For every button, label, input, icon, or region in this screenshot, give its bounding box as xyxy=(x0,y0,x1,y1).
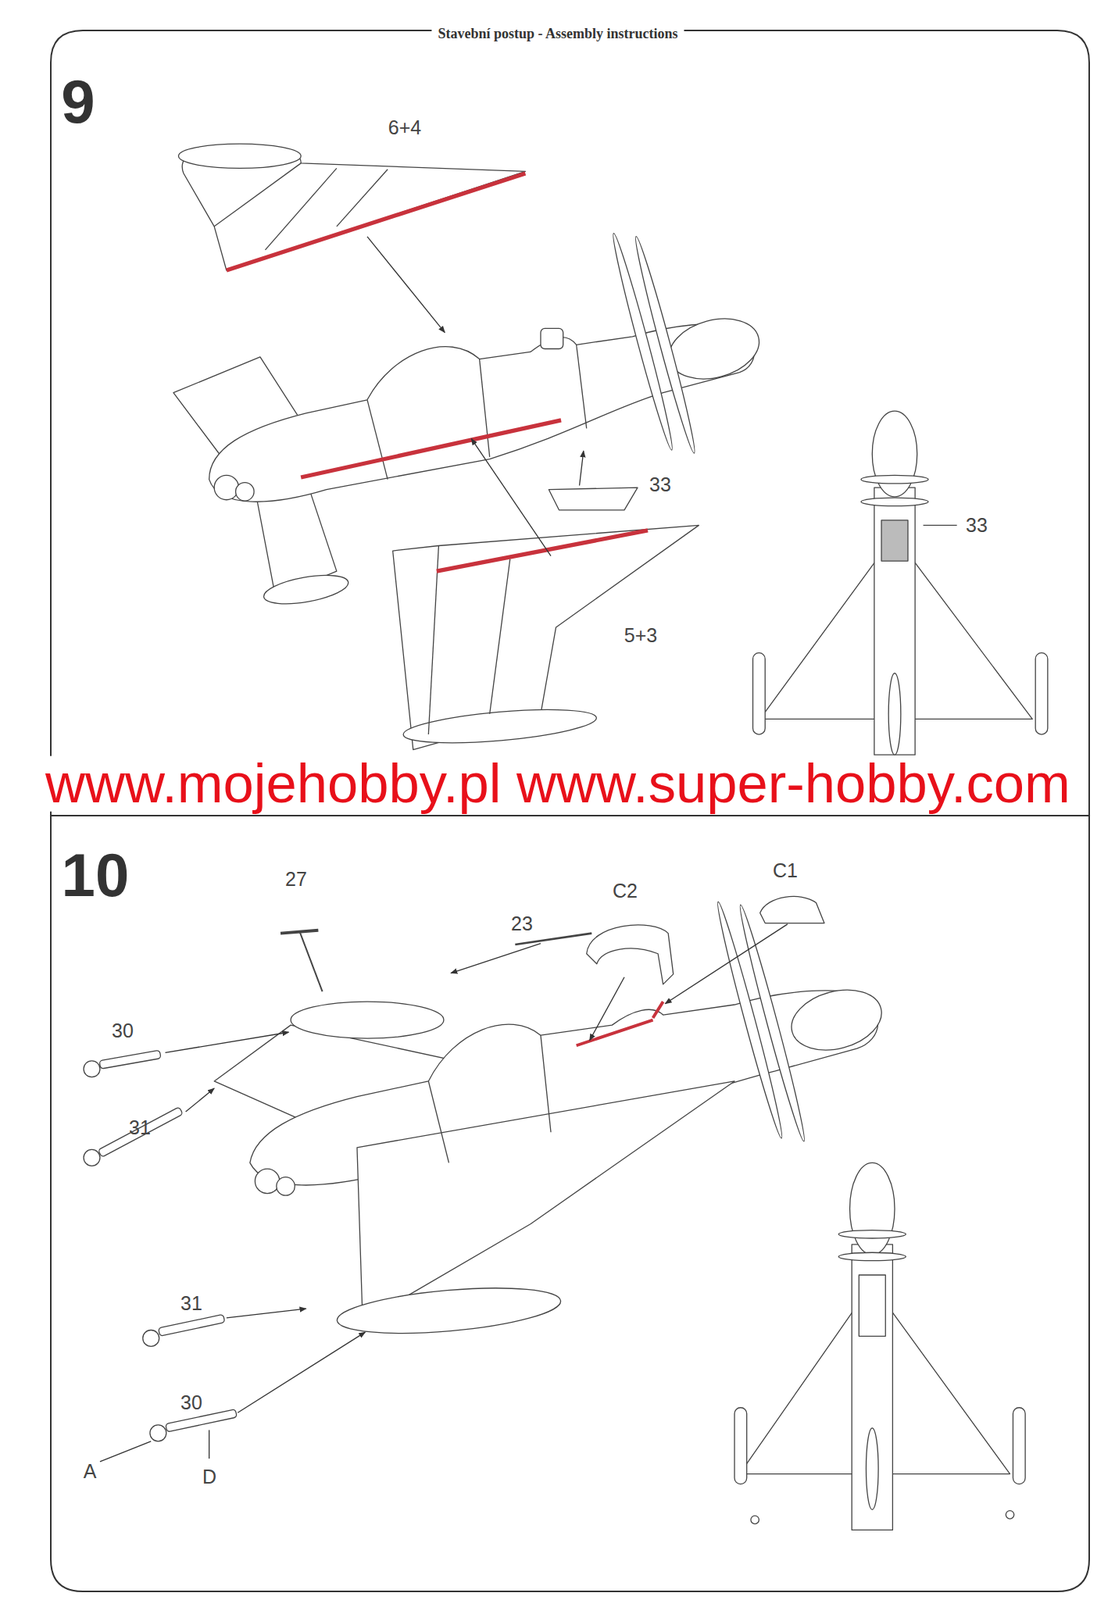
part-33-shape xyxy=(548,487,638,511)
part-number: C2 xyxy=(610,881,640,901)
top-view-step9 xyxy=(753,410,1048,755)
callout-letter: D xyxy=(200,1467,219,1487)
part-number: 23 xyxy=(508,914,536,934)
step-number: 9 xyxy=(58,71,97,133)
part-number: 31 xyxy=(178,1293,205,1314)
top-view-step10 xyxy=(734,1162,1026,1530)
small-parts-step10 xyxy=(83,896,825,1441)
watermark: www.mojehobby.pl www.super-hobby.com xyxy=(42,756,1073,812)
part-number: 30 xyxy=(178,1393,205,1413)
part-number: 5+3 xyxy=(621,625,660,646)
part-number: 33 xyxy=(963,515,990,536)
step-number: 10 xyxy=(59,844,133,906)
upper-wing-part xyxy=(178,143,526,271)
part-number: 33 xyxy=(646,475,674,495)
callout-letter: A xyxy=(81,1461,100,1482)
part-number: 27 xyxy=(282,869,310,890)
page-header: Stavební postup - Assembly instructions xyxy=(431,26,684,41)
part-number: 6+4 xyxy=(385,117,424,138)
aircraft-step10 xyxy=(214,900,889,1342)
assembly-arrows-step10 xyxy=(100,924,788,1462)
part-number: 31 xyxy=(126,1118,154,1138)
part-number: C1 xyxy=(770,861,801,881)
assembly-arrows xyxy=(367,236,584,557)
part-number: 30 xyxy=(109,1021,136,1041)
lower-wing-part xyxy=(393,525,700,750)
